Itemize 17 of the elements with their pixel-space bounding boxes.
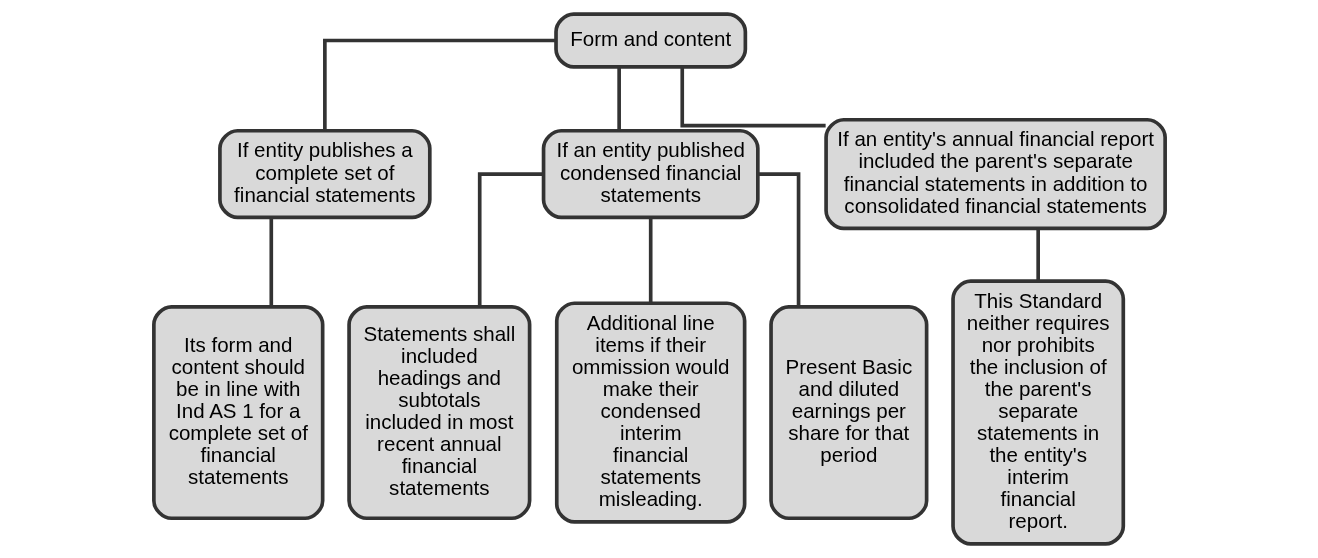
- connector: [679, 66, 826, 128]
- node-box: Its form and content should be in line with Ind AS 1 for a complete set of financial statements: [151, 305, 324, 521]
- node-box: If an entity published condensed financial statements: [541, 128, 760, 220]
- connector: [268, 217, 273, 307]
- connector: [648, 217, 653, 304]
- node-box: Present Basic and diluted earnings per share for that period: [768, 305, 928, 521]
- node-box: If entity publishes a complete set of financial statements: [217, 128, 432, 220]
- connector: [616, 67, 621, 131]
- node-box: Statements shall included headings and subtotals included in most recent annual financial statements: [346, 305, 531, 521]
- node-box: Form and content: [553, 12, 747, 69]
- connector: [322, 38, 556, 131]
- node-box: If an entity's annual financial report included the parent's separate financial statements in addition to consolidated financial statements: [823, 117, 1167, 231]
- node-box: Additional line items if their ommission would make their condensed interim financial statements misleading.: [554, 301, 746, 524]
- connector: [757, 172, 800, 307]
- node-box: This Standard neither requires nor prohibits the inclusion of the parent's separate statements in the entity's interim financial report.: [950, 279, 1125, 546]
- connector: [1035, 228, 1040, 281]
- connector: [477, 172, 543, 307]
